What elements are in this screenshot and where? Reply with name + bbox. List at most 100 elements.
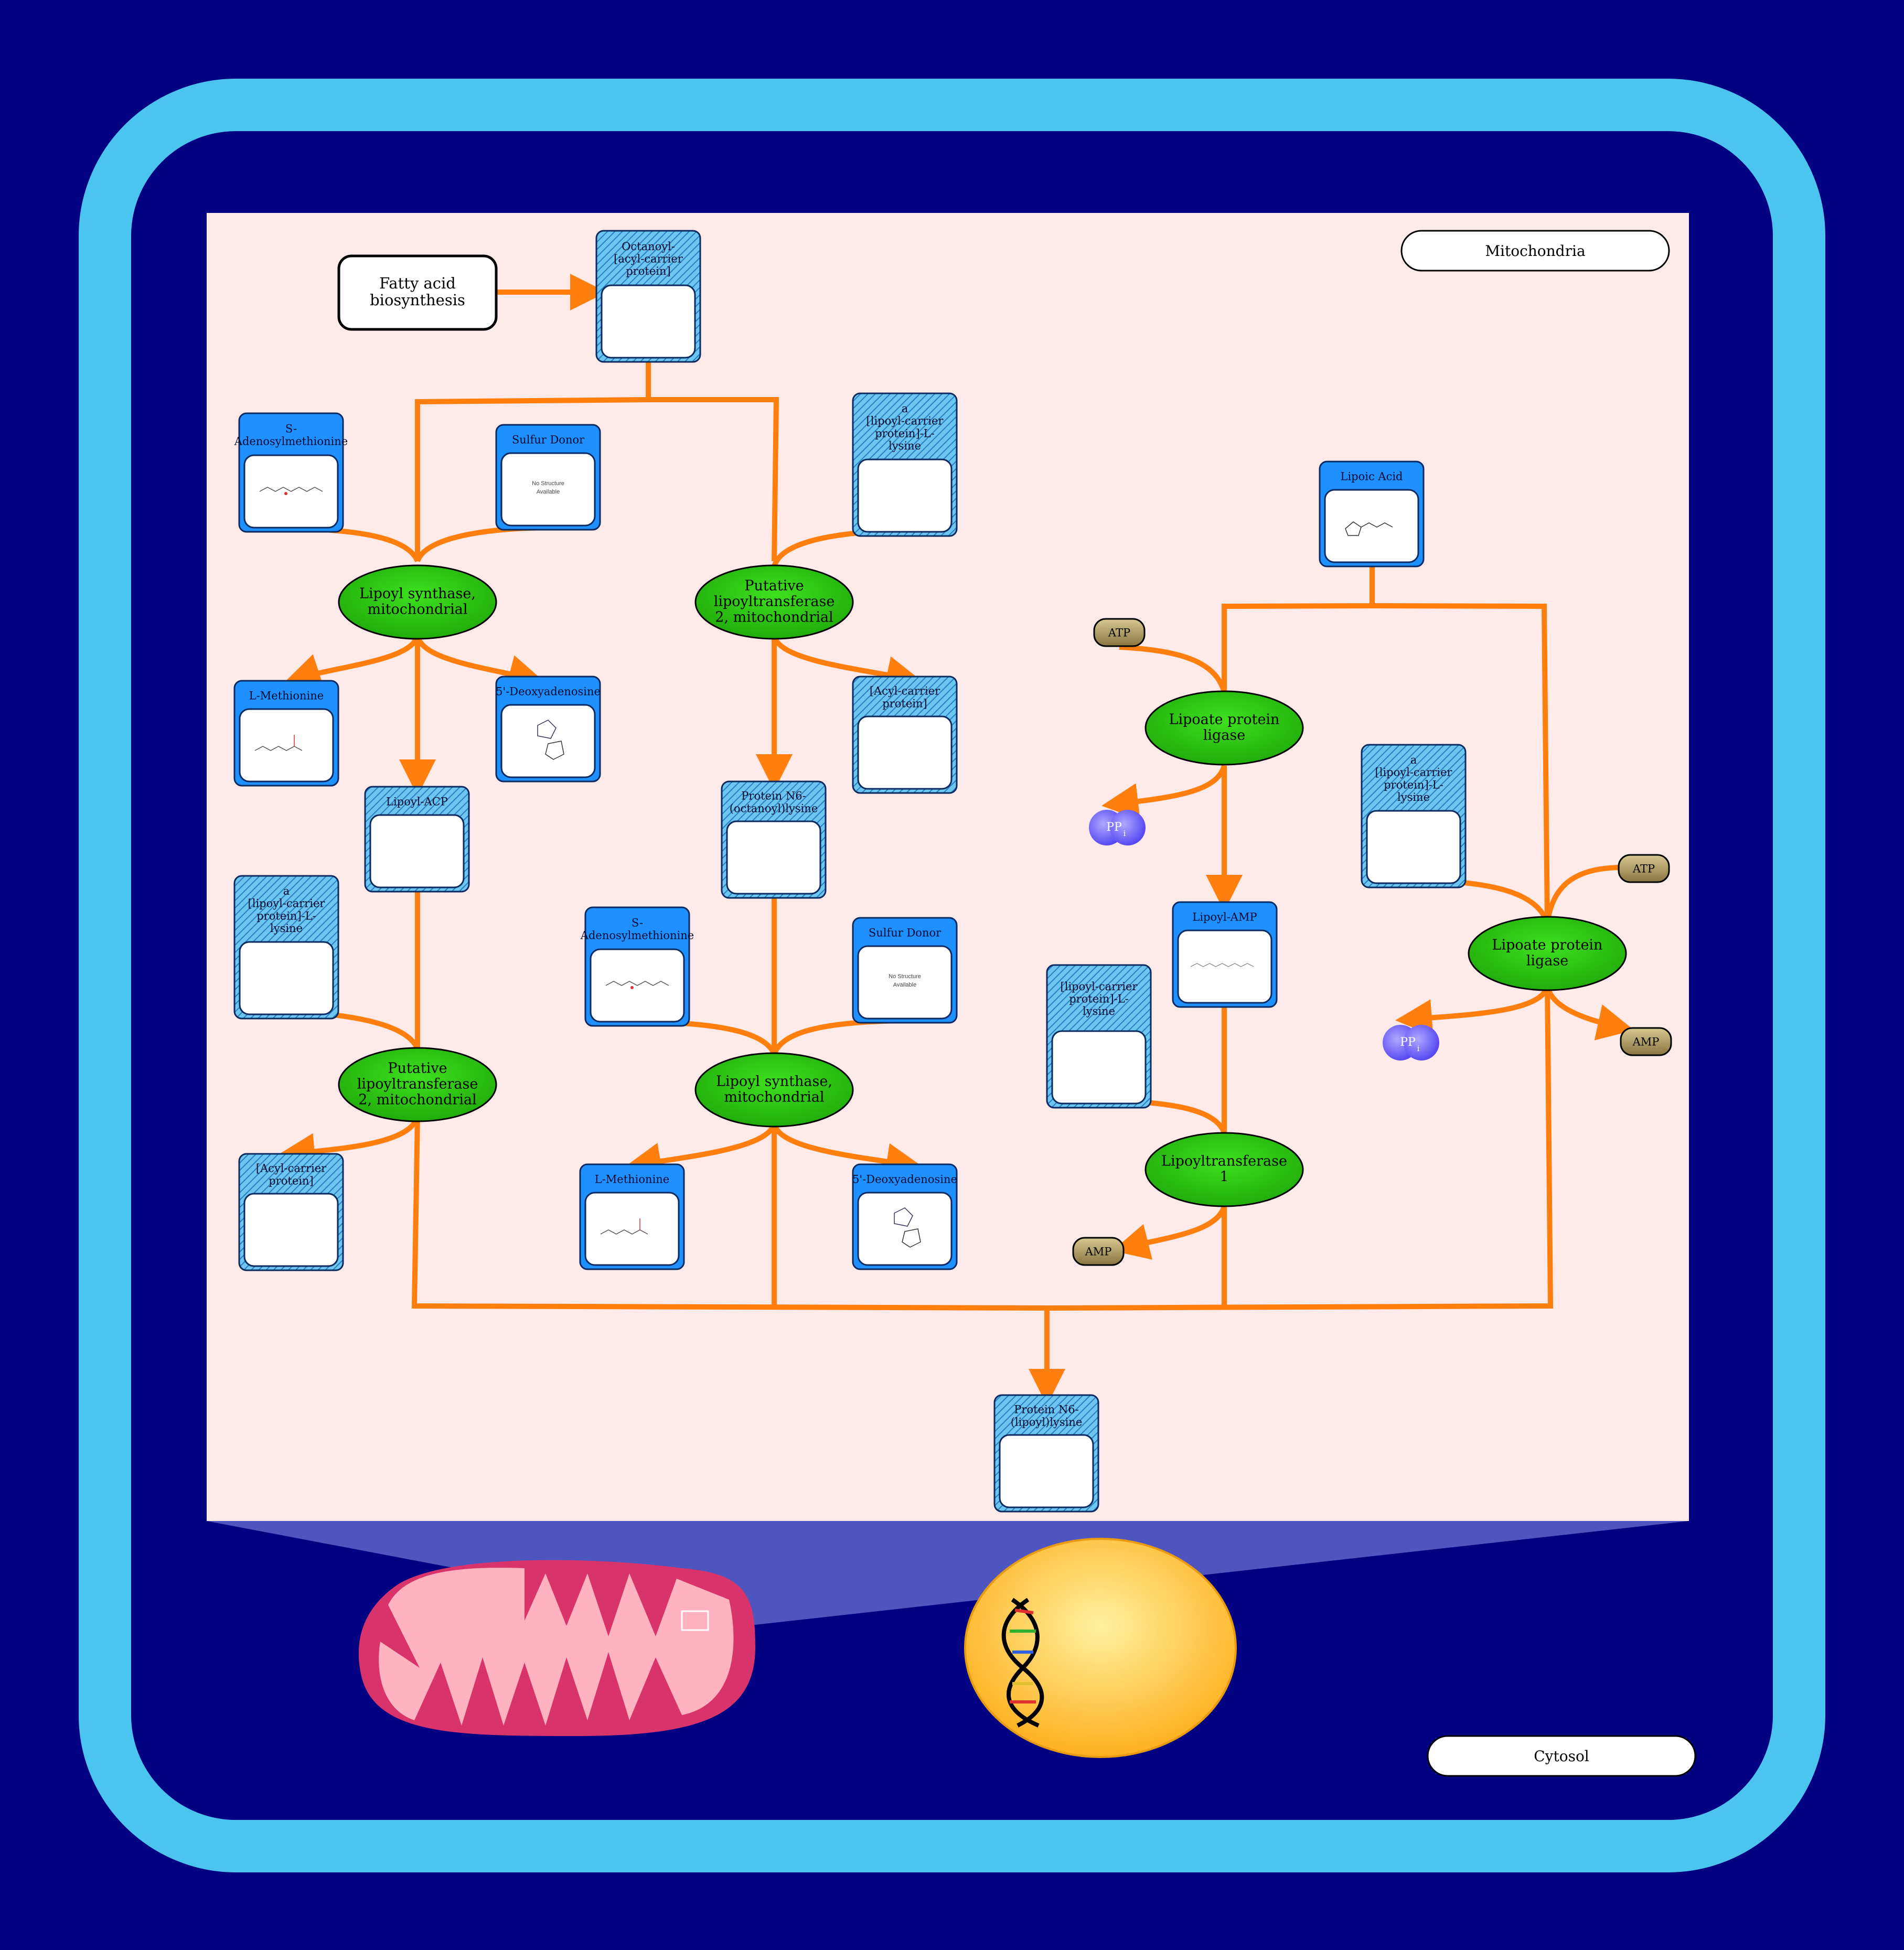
svg-text:[acyl-carrier: [acyl-carrier — [614, 253, 683, 265]
metabolite-l-methionine-1[interactable]: L-Methionine — [233, 680, 339, 787]
metabolite-lipoic-acid[interactable]: Lipoic Acid — [1319, 460, 1425, 567]
svg-text:lysine: lysine — [889, 440, 921, 452]
svg-text:mitochondrial: mitochondrial — [367, 602, 467, 618]
svg-text:lipoyltransferase: lipoyltransferase — [357, 1076, 478, 1092]
metabolite-sam-1[interactable]: S-Adenosylmethionine — [234, 412, 348, 533]
svg-text:protein]-L-: protein]-L- — [1384, 778, 1443, 791]
svg-text:PP: PP — [1400, 1036, 1416, 1049]
svg-text:Fatty acid: Fatty acid — [379, 274, 456, 292]
reaction-edge — [1112, 1205, 1227, 1260]
reaction-edge — [648, 397, 779, 562]
svg-text:1: 1 — [1220, 1169, 1228, 1185]
reaction-edge — [624, 1121, 777, 1180]
metabolite-label: L-Methionine — [595, 1173, 670, 1186]
svg-text:L-Methionine: L-Methionine — [249, 690, 324, 702]
svg-text:Adenosylmethionine: Adenosylmethionine — [580, 929, 694, 941]
metabolite-label: Sulfur Donor — [512, 434, 585, 446]
enzyme-lipoyl-synthase-1[interactable]: Lipoyl synthase,mitochondrial — [338, 564, 497, 640]
reaction-edge — [1222, 566, 1375, 692]
reaction-edge — [283, 634, 420, 689]
small-molecule-atp-2[interactable]: ATP — [1618, 854, 1670, 883]
svg-text:L-Methionine: L-Methionine — [595, 1173, 670, 1186]
metabolite-label: Lipoyl-ACP — [386, 796, 448, 808]
nucleus-illustration — [964, 1538, 1237, 1758]
metabolite-label: L-Methionine — [249, 690, 324, 702]
metabolite-label: S-Adenosylmethionine — [234, 423, 348, 448]
metabolite-lipoyl-acp[interactable]: Lipoyl-ACP — [364, 786, 470, 893]
label-mitochondria: Mitochondria — [1400, 230, 1670, 272]
metabolite-lipoyl-amp[interactable]: Lipoyl-AMP — [1172, 901, 1278, 1008]
reaction-edge — [772, 634, 923, 692]
metabolite-l-methionine-2[interactable]: L-Methionine — [579, 1163, 685, 1270]
svg-text:S-: S- — [632, 917, 643, 929]
svg-text:AMP: AMP — [1632, 1036, 1660, 1048]
svg-text:Lipoyl-ACP: Lipoyl-ACP — [386, 796, 448, 808]
reaction-edge — [1119, 645, 1227, 693]
label-cytosol: Cytosol — [1427, 1735, 1696, 1777]
svg-text:Putative: Putative — [388, 1060, 447, 1076]
metabolite-label: Protein N6-(octanoyl)lysine — [730, 790, 818, 815]
svg-text:lysine: lysine — [270, 922, 303, 935]
svg-text:(octanoyl)lysine: (octanoyl)lysine — [730, 802, 818, 815]
metabolite-protein-octanoyl[interactable]: Protein N6-(octanoyl)lysine — [721, 780, 827, 899]
svg-text:protein]-L-: protein]-L- — [256, 909, 316, 922]
svg-text:protein]: protein] — [626, 265, 670, 277]
reaction-edge — [1545, 865, 1619, 924]
svg-text:AMP: AMP — [1085, 1246, 1112, 1258]
reaction-edge — [415, 362, 651, 561]
small-molecule-atp-1[interactable]: ATP — [1093, 618, 1146, 647]
svg-text:ligase: ligase — [1526, 953, 1569, 969]
svg-text:No Structure: No Structure — [532, 480, 564, 487]
metabolite-label: 5'-Deoxyadenosine — [496, 685, 601, 698]
mitochondrion-illustration — [358, 1560, 755, 1736]
svg-text:Protein N6-: Protein N6- — [741, 790, 806, 802]
reaction-edge — [1101, 765, 1227, 820]
metabolite-deoxyadenosine-1[interactable]: 5'-Deoxyadenosine — [495, 676, 601, 783]
svg-text:mitochondrial: mitochondrial — [724, 1089, 824, 1106]
metabolite-label: Lipoyl-AMP — [1192, 911, 1257, 924]
metabolite-sam-2[interactable]: S-Adenosylmethionine — [580, 906, 694, 1027]
svg-text:a: a — [283, 885, 290, 897]
svg-text:Available: Available — [893, 982, 916, 988]
svg-text:lysine: lysine — [1083, 1005, 1115, 1017]
svg-text:protein]: protein] — [269, 1174, 313, 1187]
svg-text:Lipoyl synthase,: Lipoyl synthase, — [716, 1073, 832, 1089]
svg-text:ATP: ATP — [1632, 863, 1655, 875]
svg-text:Octanoyl-: Octanoyl- — [622, 240, 675, 253]
enzyme-lipoyl-synthase-2[interactable]: Lipoyl synthase,mitochondrial — [694, 1052, 854, 1128]
svg-text:5'-Deoxyadenosine: 5'-Deoxyadenosine — [496, 685, 601, 698]
svg-text:[Acyl-carrier: [Acyl-carrier — [870, 685, 940, 698]
metabolite-protein-lipoyl[interactable]: Protein N6-(lipoyl)lysine — [993, 1394, 1099, 1513]
metabolite-label: Lipoic Acid — [1341, 470, 1403, 483]
small-molecule-amp-2[interactable]: AMP — [1072, 1237, 1125, 1266]
metabolite-deoxyadenosine-2[interactable]: 5'-Deoxyadenosine — [852, 1163, 958, 1270]
svg-text:lipoyltransferase: lipoyltransferase — [714, 594, 835, 610]
svg-text:ligase: ligase — [1203, 727, 1246, 744]
small-molecule-amp-1[interactable]: AMP — [1620, 1027, 1672, 1056]
svg-text:[Acyl-carrier: [Acyl-carrier — [256, 1162, 327, 1175]
svg-text:Adenosylmethionine: Adenosylmethionine — [234, 435, 348, 447]
